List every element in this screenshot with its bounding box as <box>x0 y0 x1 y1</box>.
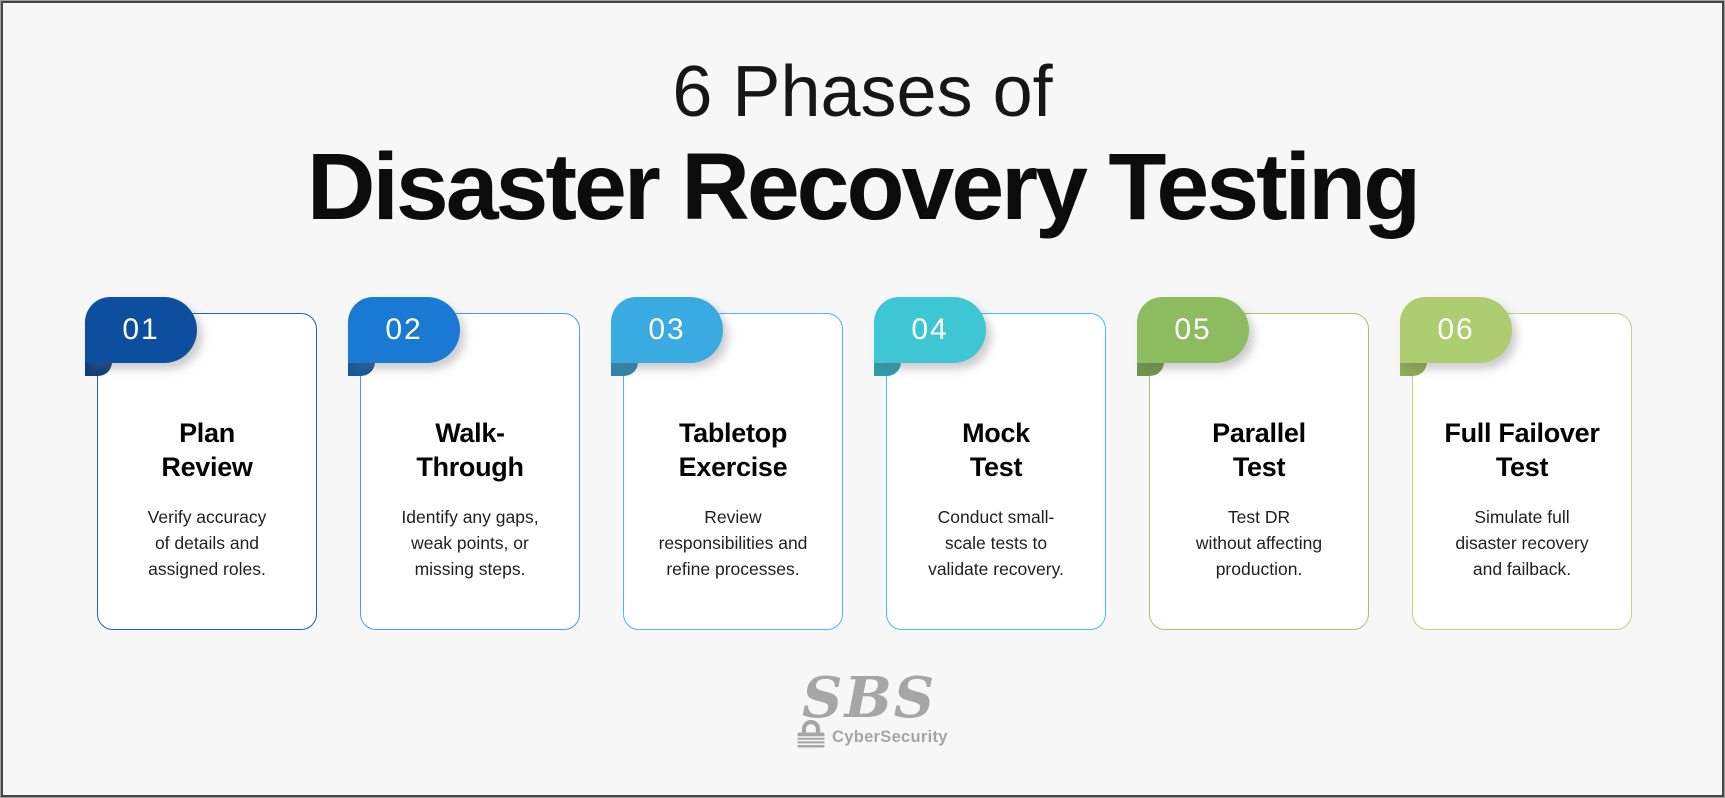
phase-title: Walk- Through <box>416 418 524 483</box>
phase-number-tab: 05 <box>1137 297 1249 363</box>
phase-number: 03 <box>648 313 686 346</box>
phase-description: Test DR without affecting production. <box>1195 507 1323 579</box>
phase-number-tab: 01 <box>85 297 197 363</box>
phase-card-06: 06 Full Failover Test Simulate full disa… <box>1400 297 1632 630</box>
phase-number-tab: 03 <box>611 297 723 363</box>
phase-description: Identify any gaps, weak points, or missi… <box>401 507 539 579</box>
phase-title: Parallel Test <box>1212 418 1306 483</box>
tab-fold <box>85 361 112 376</box>
logo-text: SBS <box>802 665 937 731</box>
phase-number: 05 <box>1174 313 1212 346</box>
phase-number-tab: 04 <box>874 297 986 363</box>
phase-card-04: 04 Mock Test Conduct small- scale tests … <box>874 297 1106 630</box>
phase-title: Mock Test <box>962 418 1030 483</box>
tab-fold <box>874 361 901 376</box>
phase-description: Review responsibilities and refine proce… <box>658 507 808 579</box>
phase-title: Plan Review <box>161 418 253 483</box>
phase-description: Conduct small- scale tests to validate r… <box>928 507 1064 579</box>
phase-number: 02 <box>385 313 423 346</box>
tab-fold <box>1137 361 1164 376</box>
padlock-icon <box>797 720 825 748</box>
phase-title: Full Failover Test <box>1444 418 1600 483</box>
tab-fold <box>348 361 375 376</box>
phase-card-05: 05 Parallel Test Test DR without affecti… <box>1137 297 1369 630</box>
phase-title: Tabletop Exercise <box>678 418 788 483</box>
logo-subtext: CyberSecurity <box>832 728 948 746</box>
phase-card-01: 01 Plan Review Verify accuracy of detail… <box>85 297 317 630</box>
phase-description: Simulate full disaster recovery and fail… <box>1455 507 1589 579</box>
phase-description: Verify accuracy of details and assigned … <box>147 507 267 579</box>
phase-cards-row: 01 Plan Review Verify accuracy of detail… <box>85 297 1632 630</box>
phase-number: 06 <box>1437 313 1475 346</box>
tab-fold <box>611 361 638 376</box>
phase-number: 04 <box>911 313 949 346</box>
page-title: Disaster Recovery Testing <box>306 134 1421 240</box>
phase-card-03: 03 Tabletop Exercise Review responsibili… <box>611 297 843 630</box>
phase-number-tab: 06 <box>1400 297 1512 363</box>
phase-number: 01 <box>122 313 160 346</box>
page-subtitle: 6 Phases of <box>672 52 1053 132</box>
tab-fold <box>1400 361 1427 376</box>
sbs-logo: SBS CyberSecurity <box>788 670 958 750</box>
phase-card-02: 02 Walk- Through Identify any gaps, weak… <box>348 297 580 630</box>
phase-number-tab: 02 <box>348 297 460 363</box>
